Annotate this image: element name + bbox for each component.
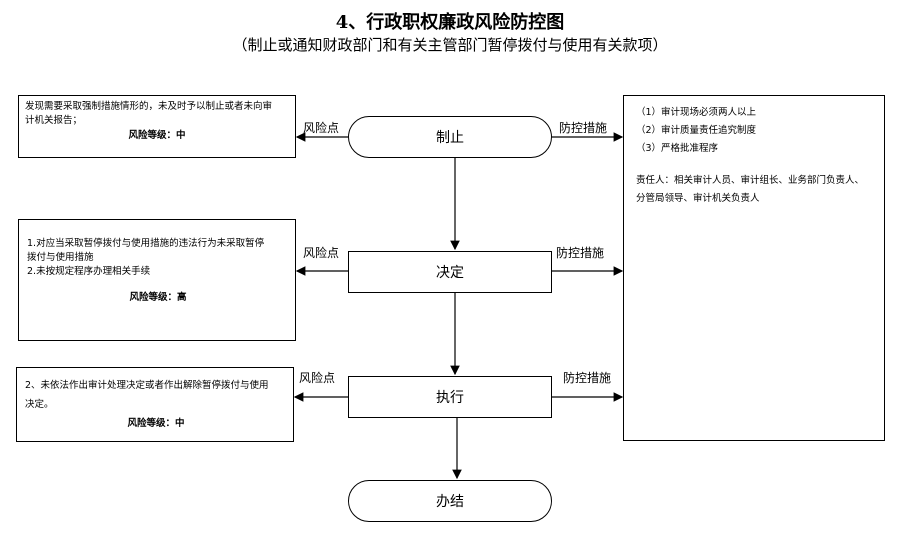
page-title: 4、行政职权廉政风险防控图 xyxy=(335,12,565,33)
risk-text: 2.未按规定程序办理相关手续 xyxy=(27,266,151,277)
responsible-text: 责任人：相关审计人员、审计组长、业务部门负责人、 xyxy=(636,175,865,186)
risk-text: 发现需要采取强制措施情形的，未及时予以制止或者未向审 xyxy=(25,101,273,112)
page-subtitle: （制止或通知财政部门和有关主管部门暂停拨付与使用有关款项） xyxy=(232,36,668,54)
risk-point-label: 风险点 xyxy=(303,246,340,260)
risk-text: 计机关报告； xyxy=(25,115,83,126)
risk-point-label: 风险点 xyxy=(299,371,336,385)
responsible-text: 分管局领导、审计机关负责人 xyxy=(636,193,760,204)
measure-item: （3）严格批准程序 xyxy=(636,143,719,154)
risk-box-decide: 1.对应当采取暂停拨付与使用措施的违法行为未采取暂停 拨付与使用措施 2.未按规… xyxy=(18,219,296,341)
control-measure-label: 防控措施 xyxy=(556,246,605,260)
measure-item: （2）审计质量责任追究制度 xyxy=(636,125,757,136)
control-measure-label: 防控措施 xyxy=(563,371,612,385)
risk-level: 风险等级：中 xyxy=(127,418,185,429)
risk-text: 决定。 xyxy=(25,399,54,410)
risk-level: 风险等级：中 xyxy=(128,130,186,141)
control-measures-box: （1）审计现场必须两人以上 （2）审计质量责任追究制度 （3）严格批准程序 责任… xyxy=(623,95,885,441)
control-measure-label: 防控措施 xyxy=(559,121,608,135)
risk-text: 2、未依法作出审计处理决定或者作出解除暂停拨付与使用 xyxy=(25,380,269,391)
risk-box-stop: 发现需要采取强制措施情形的，未及时予以制止或者未向审 计机关报告； 风险等级：中 xyxy=(18,95,296,158)
node-execute: 执行 xyxy=(348,376,552,418)
risk-point-label: 风险点 xyxy=(303,121,340,135)
node-stop: 制止 xyxy=(348,116,552,158)
risk-level: 风险等级：高 xyxy=(129,292,187,303)
risk-text: 1.对应当采取暂停拨付与使用措施的违法行为未采取暂停 xyxy=(27,238,265,249)
node-decide: 决定 xyxy=(348,251,552,293)
risk-text: 拨付与使用措施 xyxy=(27,252,94,263)
risk-box-execute: 2、未依法作出审计处理决定或者作出解除暂停拨付与使用 决定。 风险等级：中 xyxy=(16,367,294,442)
measure-item: （1）审计现场必须两人以上 xyxy=(636,107,757,118)
node-finish: 办结 xyxy=(348,480,552,522)
